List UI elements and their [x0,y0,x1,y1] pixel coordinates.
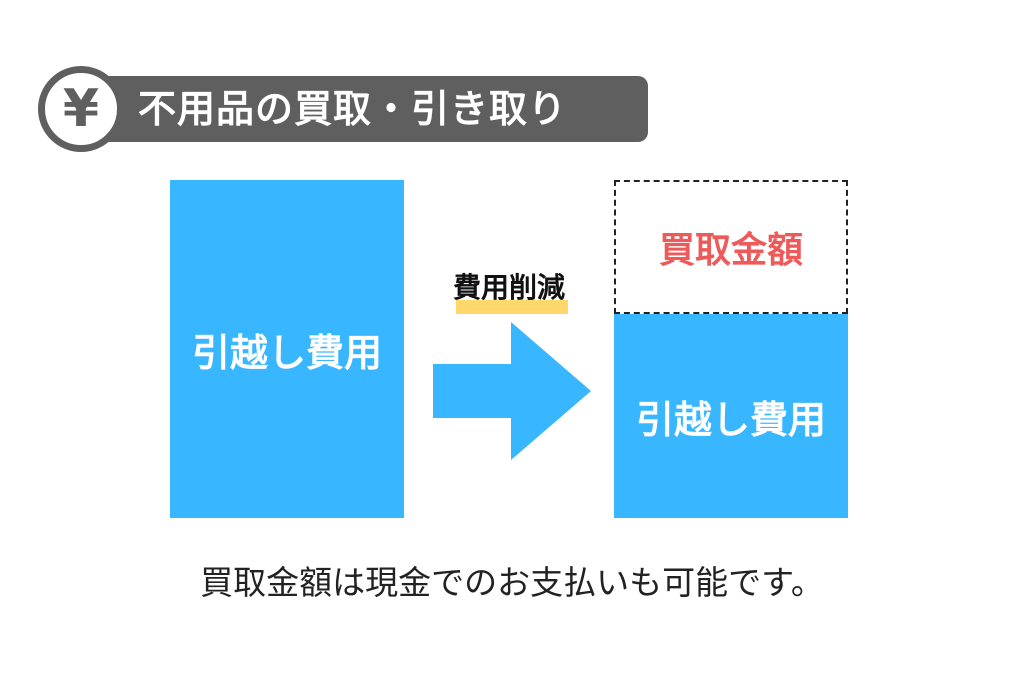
caption-text: 買取金額は現金でのお支払いも可能です。 [200,563,824,602]
before-moving-cost-label: 引越し費用 [191,330,382,375]
buyback-amount-label: 買取金額 [658,230,803,271]
right-arrow-icon [433,322,591,460]
after-moving-cost-box: 引越し費用 [614,314,848,518]
cost-reduction-label: 費用削減 [452,271,565,304]
header-bar [78,76,648,142]
buyback-amount-box: 買取金額 [614,180,848,314]
yen-icon: ¥ [38,66,124,152]
yen-glyph: ¥ [62,79,100,139]
before-moving-cost-box: 引越し費用 [170,180,404,518]
header-title: 不用品の買取・引き取り [138,87,568,131]
after-moving-cost-label: 引越し費用 [635,397,826,442]
cost-reduction-highlight [456,300,568,314]
